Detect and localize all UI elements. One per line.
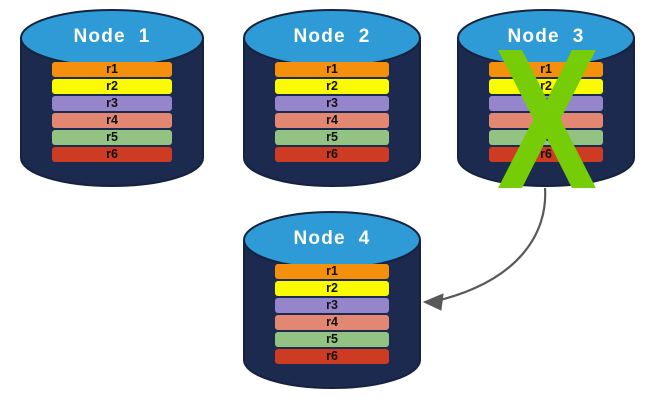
row-bar-r4[interactable]: r4 <box>275 315 389 330</box>
row-bar-r3[interactable]: r3 <box>275 298 389 313</box>
row-bar-r5[interactable]: r5 <box>52 130 172 145</box>
row-bar-r2[interactable]: r2 <box>275 281 389 296</box>
row-bar-r6[interactable]: r6 <box>275 147 389 162</box>
recovery-arrow-line <box>431 187 547 304</box>
row-bar-r4[interactable]: r4 <box>52 113 172 128</box>
row-bar-r1[interactable]: r1 <box>52 62 172 77</box>
row-bar-r1[interactable]: r1 <box>275 62 389 77</box>
row-bar-r5[interactable]: r5 <box>275 130 389 145</box>
recovery-arrow-head <box>422 293 444 311</box>
row-bar-r2[interactable]: r2 <box>275 79 389 94</box>
row-list: r1 r2 r3 r4 r5 r6 <box>52 62 172 162</box>
row-bar-r6[interactable]: r6 <box>275 349 389 364</box>
row-bar-r3[interactable]: r3 <box>275 96 389 111</box>
row-bar-r4[interactable]: r4 <box>275 113 389 128</box>
row-bar-r6[interactable]: r6 <box>52 147 172 162</box>
row-list: r1 r2 r3 r4 r5 r6 <box>275 264 389 364</box>
row-bar-r2[interactable]: r2 <box>52 79 172 94</box>
row-bar-r5[interactable]: r5 <box>275 332 389 347</box>
row-bar-r1[interactable]: r1 <box>275 264 389 279</box>
row-list: r1 r2 r3 r4 r5 r6 <box>275 62 389 162</box>
row-bar-r3[interactable]: r3 <box>52 96 172 111</box>
